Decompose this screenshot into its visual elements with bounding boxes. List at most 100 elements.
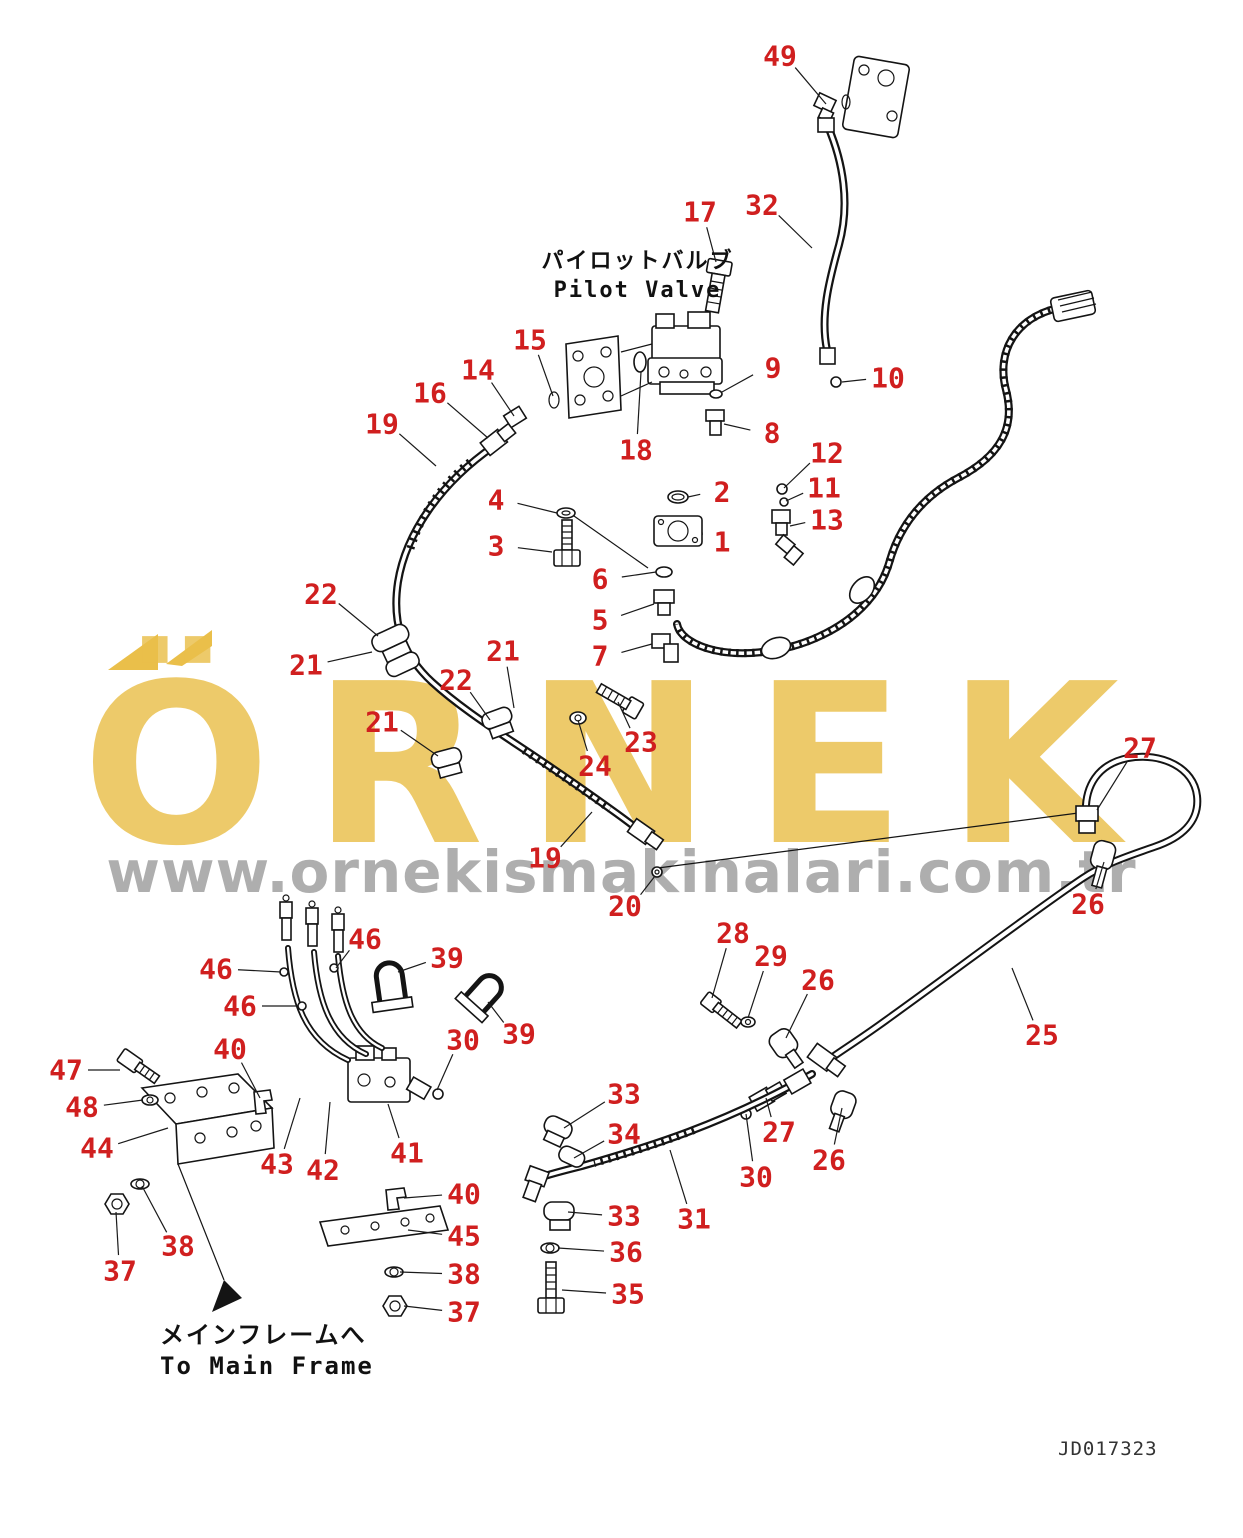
nut-37-center [382,1295,408,1317]
o-ring-11 [779,497,789,507]
hose-19 [392,422,665,851]
leader-line-29 [747,970,764,1019]
callout-22: 22 [304,578,338,611]
washer-48 [141,1094,159,1106]
hose-19-fitting-bottom [626,817,665,851]
manifold-41 [347,1045,444,1103]
leader-line-22 [338,603,379,637]
fitting-12-11-13 [771,483,805,567]
watermark-url: www.ornekismakinalari.com.tr [106,838,1137,906]
callout-39: 39 [430,942,464,975]
leader-line-27 [765,1097,772,1118]
callout-20: 20 [608,890,642,923]
o-ring-9 [709,389,723,399]
washer-24 [569,711,587,725]
leader-line-17 [706,227,717,263]
leader-line-2 [687,493,701,498]
callout-46: 46 [348,923,382,956]
leader-line-9 [721,374,754,393]
clamp-33-upper [542,1115,573,1149]
callout-41: 41 [390,1137,424,1170]
u-bolt-39-left [370,960,414,1014]
callout-31: 31 [677,1203,711,1236]
callout-12: 12 [810,437,844,470]
hose-top-fitting-2 [305,900,319,947]
leader-line-26 [1095,861,1105,890]
leader-line-12 [783,462,811,489]
bracket-44 [140,1073,275,1165]
clamp-21-lower [430,746,463,780]
o-ring-46-c [297,1001,307,1011]
o-ring-6 [655,566,673,578]
clamp-26-bottom [828,1090,857,1133]
to-main-frame-label-jp: メインフレームへ [160,1321,367,1349]
leader-line-38 [399,1271,443,1275]
callout-13: 13 [810,504,844,537]
leader-line-4 [517,502,558,514]
mount-plate [565,335,622,419]
callout-21: 21 [289,649,323,682]
leader-line-14 [491,382,515,417]
leader-line-15 [537,354,554,397]
leader-line-38 [141,1185,168,1233]
washer-4 [556,507,576,519]
leader-line-37 [115,1211,120,1256]
leader-line-19 [398,433,437,467]
o-ring-2 [667,490,689,504]
leader-line-11 [785,492,804,502]
callout-26: 26 [801,964,835,997]
washer-38-left [130,1178,150,1190]
callout-14: 14 [461,354,495,387]
leader-line-6 [621,571,657,578]
leader-line-42 [324,1101,331,1155]
callout-27: 27 [762,1116,796,1149]
callout-49: 49 [763,40,797,73]
leader-line-41 [387,1103,400,1139]
hose-top-fitting-1 [279,894,293,941]
hose-top-fitting-3 [331,906,345,953]
bolt-28 [699,991,744,1030]
callout-1: 1 [714,526,731,559]
leader-line-39 [397,961,427,973]
clamp-26-top [1089,839,1117,889]
callout-35: 35 [611,1278,645,1311]
leader-line-20 [640,875,656,896]
callout-43: 43 [260,1148,294,1181]
callout-19: 19 [365,408,399,441]
u-bolt-39-right [454,973,504,1024]
callout-11: 11 [807,472,841,505]
bolt-23 [595,682,645,720]
joint-stack-center [651,490,703,663]
callout-40: 40 [447,1178,481,1211]
leader-line-40 [403,1194,443,1199]
o-ring-12 [776,483,788,495]
callout-36: 36 [609,1236,643,1269]
clamp-33-lower [543,1201,575,1231]
o-ring-15 [548,391,560,409]
callout-38: 38 [161,1230,195,1263]
callout-37: 37 [103,1255,137,1288]
nut-37-left [104,1193,130,1215]
pipe-25 [806,752,1202,1078]
reference-lines [177,515,1087,1281]
leader-line-25 [1011,967,1034,1021]
leader-line-21 [506,666,515,709]
pilot-valve-label-jp: パイロットバルブ [541,249,734,274]
leader-line-21 [400,729,439,757]
callout-48: 48 [65,1091,99,1124]
ornek-logo-mark [108,630,212,670]
callout-37: 37 [447,1296,481,1329]
o-ring-46-b [329,963,339,973]
callout-18: 18 [619,434,653,467]
clamp-pair-upper [371,623,420,678]
leader-line-34 [573,1140,605,1159]
callout-40: 40 [213,1033,247,1066]
pilot-valve-body [502,311,723,429]
fitting-13 [771,509,791,524]
callout-38: 38 [447,1258,481,1291]
to-main-frame-arrow [212,1280,242,1312]
washer-29 [740,1016,756,1028]
bolt-3-washer-4 [553,507,581,567]
to-main-frame-label-en: To Main Frame [160,1352,374,1381]
callout-17: 17 [683,196,717,229]
